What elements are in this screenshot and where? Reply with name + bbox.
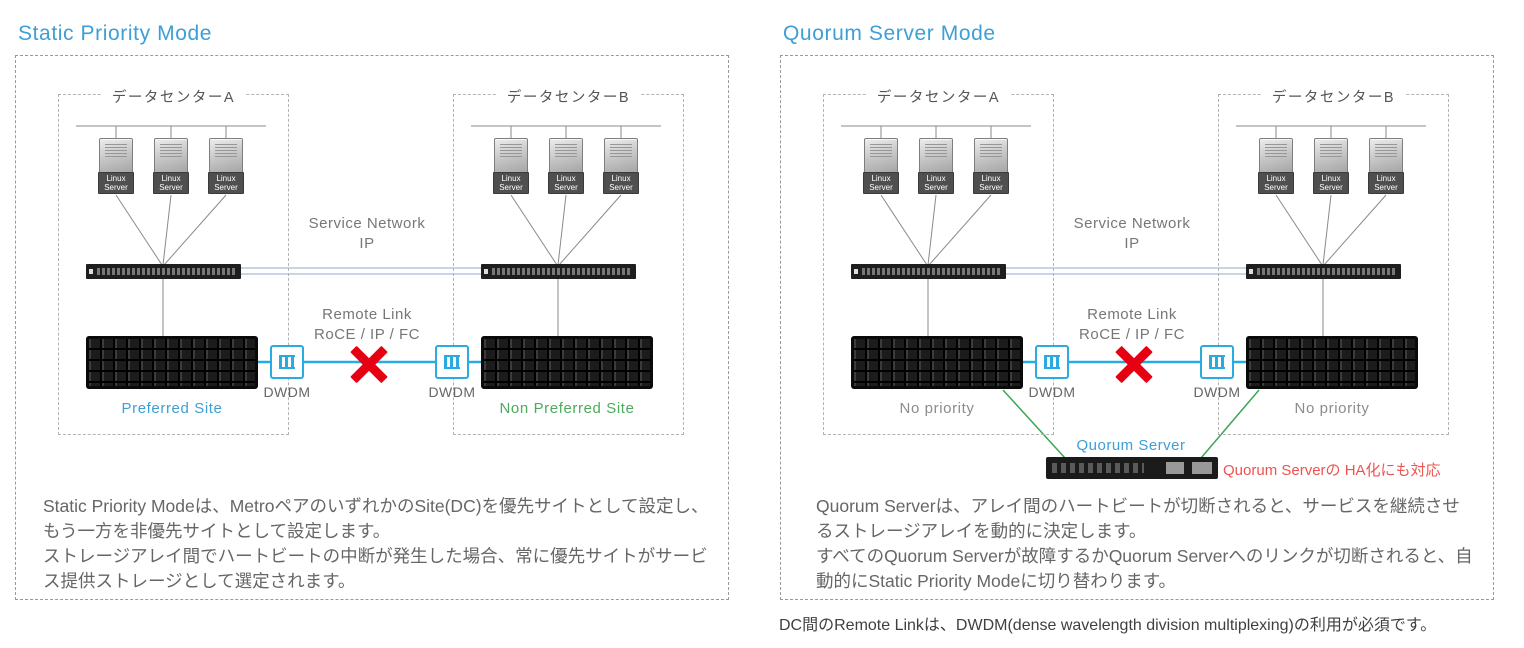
storage-array-icon — [481, 336, 653, 389]
datacenter-a-box: データセンターA — [823, 86, 1054, 435]
description-paragraph: Static Priority Modeは、MetroペアのいずれかのSite(… — [43, 496, 709, 541]
network-switch-icon — [851, 264, 1006, 279]
service-network-label: Service Network IP — [1073, 215, 1191, 253]
dwdm-grid — [1209, 355, 1225, 369]
linux-server-label: Linux Server — [153, 171, 189, 194]
datacenter-b-label: データセンターB — [1261, 86, 1406, 107]
server-vents — [870, 144, 892, 157]
linux-server-icon: Linux Server — [1367, 138, 1405, 194]
link-failure-x-icon — [1112, 342, 1156, 386]
quorum-server-icon — [1046, 457, 1218, 479]
datacenter-b-box: データセンターB — [453, 86, 684, 435]
quorum-ha-note: Quorum Serverの HA化にも対応 — [1223, 462, 1441, 479]
linux-server-icon: Linux Server — [152, 138, 190, 194]
linux-server-icon: Linux Server — [602, 138, 640, 194]
dwdm-label: DWDM — [428, 384, 476, 400]
storage-array-icon — [851, 336, 1023, 389]
remote-link-label: Remote Link RoCE / IP / FC — [1079, 306, 1185, 343]
linux-server-label: Linux Server — [863, 171, 899, 194]
no-priority-site-a-label: No priority — [899, 400, 975, 417]
datacenter-b-label: データセンターB — [496, 86, 641, 107]
dwdm-icon — [270, 345, 304, 379]
description-paragraph: ストレージアレイ間でハートビートの中断が発生した場合、常に優先サイトがサービス提… — [43, 545, 708, 591]
dwdm-icon — [435, 345, 469, 379]
linux-server-icon: Linux Server — [1312, 138, 1350, 194]
dwdm-grid — [279, 355, 295, 369]
server-vents — [105, 144, 127, 157]
server-vents — [160, 144, 182, 157]
no-priority-site-b-label: No priority — [1294, 400, 1370, 417]
non-preferred-site-label: Non Preferred Site — [499, 400, 635, 417]
description-paragraph: すべてのQuorum Serverが故障するかQuorum Serverへのリン… — [816, 545, 1473, 591]
linux-server-label: Linux Server — [1313, 171, 1349, 194]
server-vents — [980, 144, 1002, 157]
static-priority-panel: データセンターA データセンターB Linux Server Linux Ser… — [15, 55, 729, 600]
drive-slots — [854, 339, 1020, 386]
dwdm-label: DWDM — [263, 384, 311, 400]
quorum-server-description: Quorum Serverは、アレイ間のハートビートが切断されると、サービスを継… — [816, 494, 1476, 593]
linux-server-icon: Linux Server — [492, 138, 530, 194]
linux-server-icon: Linux Server — [1257, 138, 1295, 194]
linux-server-label: Linux Server — [1368, 171, 1404, 194]
quorum-server-panel: データセンターA データセンターB Linux Server Linux Ser… — [780, 55, 1494, 600]
static-priority-description: Static Priority Modeは、MetroペアのいずれかのSite(… — [43, 494, 725, 593]
dwdm-label: DWDM — [1193, 384, 1241, 400]
linux-server-icon: Linux Server — [207, 138, 245, 194]
datacenter-a-label: データセンターA — [101, 86, 246, 107]
linux-server-label: Linux Server — [208, 171, 244, 194]
linux-server-label: Linux Server — [918, 171, 954, 194]
preferred-site-label: Preferred Site — [121, 400, 223, 417]
datacenter-b-box: データセンターB — [1218, 86, 1449, 435]
linux-server-label: Linux Server — [493, 171, 529, 194]
dwdm-grid — [1044, 355, 1060, 369]
linux-server-icon: Linux Server — [97, 138, 135, 194]
dwdm-grid — [444, 355, 460, 369]
quorum-server-mode-title: Quorum Server Mode — [783, 22, 996, 45]
dwdm-label: DWDM — [1028, 384, 1076, 400]
static-priority-mode-title: Static Priority Mode — [18, 22, 213, 45]
description-paragraph: Quorum Serverは、アレイ間のハートビートが切断されると、サービスを継… — [816, 496, 1460, 541]
service-network-label: Service Network IP — [308, 215, 426, 253]
linux-server-icon: Linux Server — [547, 138, 585, 194]
linux-server-icon: Linux Server — [917, 138, 955, 194]
linux-server-label: Linux Server — [1258, 171, 1294, 194]
drive-slots — [89, 339, 255, 386]
remote-link-label: Remote Link RoCE / IP / FC — [314, 306, 420, 343]
linux-server-icon: Linux Server — [862, 138, 900, 194]
server-vents — [555, 144, 577, 157]
dwdm-requirement-footnote: DC間のRemote Linkは、DWDM(dense wavelength d… — [779, 617, 1437, 634]
linux-server-icon: Linux Server — [972, 138, 1010, 194]
quorum-server-label: Quorum Server — [1076, 437, 1186, 454]
network-switch-icon — [86, 264, 241, 279]
linux-server-label: Linux Server — [973, 171, 1009, 194]
server-vents — [925, 144, 947, 157]
datacenter-a-box: データセンターA — [58, 86, 289, 435]
linux-server-label: Linux Server — [603, 171, 639, 194]
network-switch-icon — [481, 264, 636, 279]
linux-server-label: Linux Server — [548, 171, 584, 194]
storage-array-icon — [86, 336, 258, 389]
server-vents — [1265, 144, 1287, 157]
server-vents — [215, 144, 237, 157]
drive-slots — [1249, 339, 1415, 386]
dwdm-icon — [1035, 345, 1069, 379]
linux-server-label: Linux Server — [98, 171, 134, 194]
server-vents — [1375, 144, 1397, 157]
network-switch-icon — [1246, 264, 1401, 279]
datacenter-a-label: データセンターA — [866, 86, 1011, 107]
dwdm-icon — [1200, 345, 1234, 379]
link-failure-x-icon — [347, 342, 391, 386]
storage-array-icon — [1246, 336, 1418, 389]
server-vents — [1320, 144, 1342, 157]
server-vents — [500, 144, 522, 157]
server-vents — [610, 144, 632, 157]
drive-slots — [484, 339, 650, 386]
